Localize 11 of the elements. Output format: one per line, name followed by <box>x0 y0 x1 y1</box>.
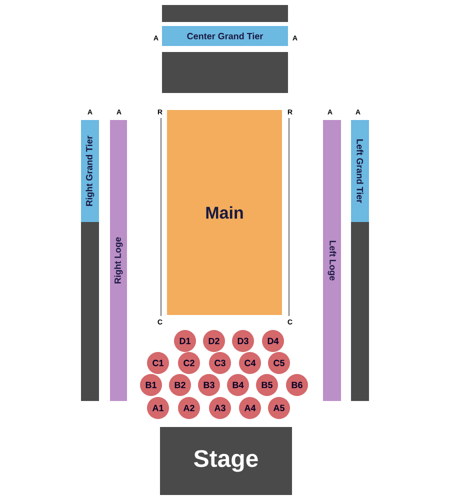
seating-block <box>81 222 99 401</box>
seating-block <box>351 222 369 401</box>
stage-block: Stage <box>160 427 292 495</box>
section-block: Left Grand Tier <box>351 120 369 222</box>
section-block: Main <box>167 110 282 315</box>
section-block: Right Grand Tier <box>81 120 99 222</box>
section-block: Right Loge <box>110 120 127 401</box>
section-block: Left Loge <box>323 120 341 401</box>
section-block: Center Grand Tier <box>162 26 288 46</box>
seating-block <box>162 5 288 22</box>
seating-block <box>162 52 288 93</box>
